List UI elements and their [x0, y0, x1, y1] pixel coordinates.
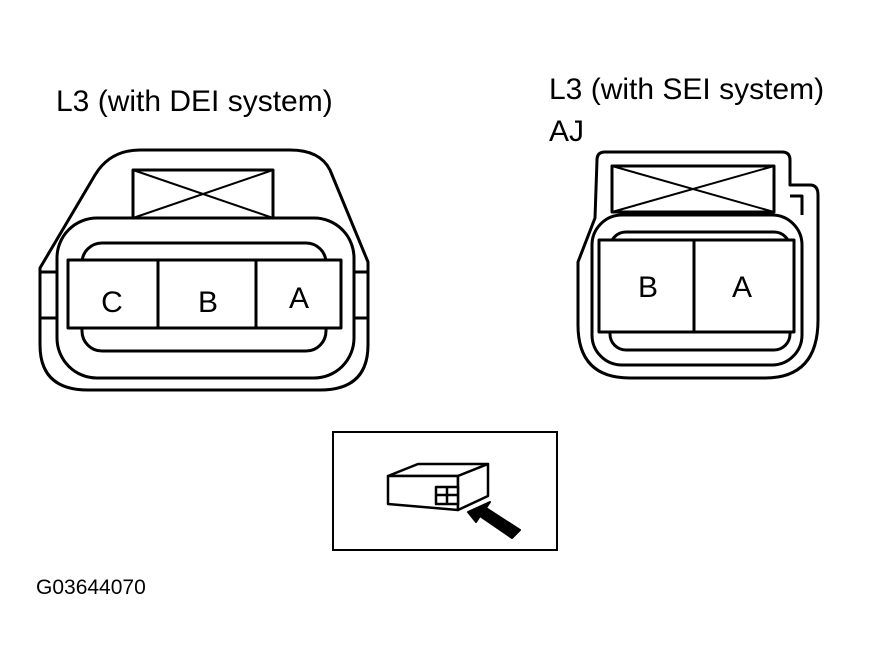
right-connector-terminal-block	[597, 238, 796, 334]
left-connector-latch	[131, 168, 275, 220]
left-connector-title: L3 (with DEI system)	[56, 85, 333, 118]
left-connector-side-tab-right	[354, 270, 368, 320]
left-pin-b: B	[198, 286, 218, 319]
right-connector-latch	[610, 164, 776, 214]
figure-code: G03644070	[36, 576, 146, 599]
right-pin-b: B	[638, 271, 658, 304]
left-pin-a: A	[289, 282, 309, 315]
left-connector-outer-housing	[38, 148, 370, 392]
left-connector-terminal-block	[66, 258, 343, 330]
right-connector-inner-frame	[590, 213, 804, 367]
right-connector-code: AJ	[549, 115, 585, 148]
right-connector-outer-housing	[576, 150, 820, 380]
right-connector-notch	[790, 194, 804, 215]
left-pin-c: C	[101, 286, 123, 319]
right-connector-title: L3 (with SEI system)	[549, 73, 825, 106]
left-connector-side-tab-left	[40, 270, 57, 320]
right-pin-a: A	[732, 271, 752, 304]
inset-arrow-icon	[467, 501, 521, 539]
